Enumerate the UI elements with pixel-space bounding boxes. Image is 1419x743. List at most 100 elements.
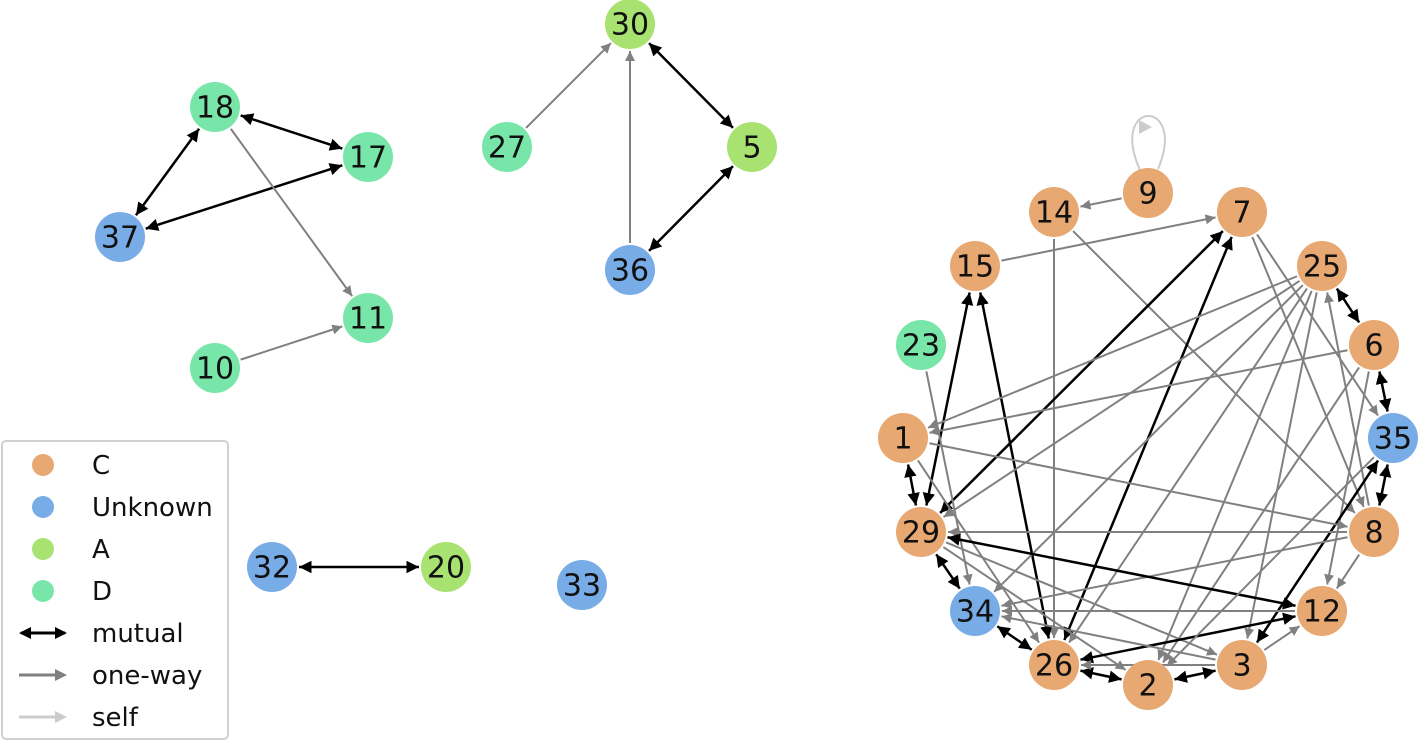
legend-item-self: self	[3, 702, 227, 733]
edge-25-6	[1335, 287, 1361, 324]
node-17-circle	[343, 132, 393, 182]
node-11: 11	[343, 293, 393, 343]
node-35-circle	[1368, 413, 1418, 463]
edge-18-17	[240, 113, 343, 151]
node-33-circle	[557, 560, 607, 610]
node-6: 6	[1349, 320, 1399, 370]
node-34-circle	[950, 586, 1000, 636]
node-30: 30	[605, 0, 655, 49]
node-17-label: 17	[349, 141, 387, 176]
node-30-circle	[605, 0, 655, 49]
node-3: 3	[1217, 640, 1267, 690]
edge-29-12	[947, 533, 1296, 610]
node-27-circle	[482, 122, 532, 172]
edge-1-8	[929, 442, 1348, 530]
node-36-circle	[605, 245, 655, 295]
node-26: 26	[1029, 640, 1079, 690]
node-32-label: 32	[253, 551, 291, 586]
edge-18-37	[134, 128, 201, 216]
node-3-circle	[1217, 640, 1267, 690]
edge-35-8	[1375, 464, 1392, 506]
node-23-label: 23	[902, 329, 940, 364]
legend-oneway-arrow-icon	[19, 669, 67, 681]
legend-item-d: D	[3, 576, 227, 607]
node-33-label: 33	[563, 569, 601, 604]
edge-10-11	[240, 324, 343, 361]
node-29-circle	[896, 507, 946, 557]
node-12-label: 12	[1303, 595, 1341, 630]
node-20: 20	[421, 542, 471, 592]
node-10: 10	[190, 343, 240, 393]
node-25-circle	[1297, 241, 1347, 291]
node-34-label: 34	[956, 595, 994, 630]
node-25-label: 25	[1303, 250, 1341, 285]
node-35-label: 35	[1374, 422, 1412, 457]
edge-12-26	[1080, 612, 1296, 664]
node-9: 9	[1123, 168, 1173, 218]
node-35: 35	[1368, 413, 1418, 463]
edge-9-14	[1080, 197, 1122, 210]
node-3-label: 3	[1232, 649, 1251, 684]
node-8-circle	[1349, 507, 1399, 557]
node-5-label: 5	[742, 131, 761, 166]
node-14-label: 14	[1035, 196, 1073, 231]
legend-label-one-way: one-way	[92, 661, 203, 691]
legend-item-mutual: mutual	[3, 618, 227, 649]
node-7-circle	[1217, 187, 1267, 237]
edge-6-35	[1375, 371, 1392, 412]
legend-mutual-arrow-icon	[19, 627, 67, 639]
node-9-label: 9	[1138, 177, 1157, 212]
edge-34-26	[996, 625, 1033, 651]
legend-marker-unknown	[32, 496, 54, 518]
node-12: 12	[1297, 586, 1347, 636]
node-25: 25	[1297, 241, 1347, 291]
node-29-label: 29	[902, 516, 940, 551]
edge-25-1	[927, 275, 1298, 429]
node-27-label: 27	[488, 131, 526, 166]
node-6-label: 6	[1364, 329, 1383, 364]
node-26-circle	[1029, 640, 1079, 690]
node-2-circle	[1123, 660, 1173, 710]
node-10-circle	[190, 343, 240, 393]
node-30-label: 30	[611, 8, 649, 43]
legend-marker-d	[32, 580, 54, 602]
node-7: 7	[1217, 187, 1267, 237]
node-11-circle	[343, 293, 393, 343]
edge-9-self-arrowhead	[1139, 120, 1152, 134]
legend-label-mutual: mutual	[92, 619, 184, 649]
edge-7-35	[1256, 233, 1379, 417]
node-12-circle	[1297, 586, 1347, 636]
node-5-circle	[727, 122, 777, 172]
node-18-circle	[190, 82, 240, 132]
node-8: 8	[1349, 507, 1399, 557]
edge-5-36	[648, 165, 734, 252]
node-14-circle	[1029, 187, 1079, 237]
node-1-circle	[878, 413, 928, 463]
edge-15-29	[922, 292, 974, 506]
node-26-label: 26	[1035, 649, 1073, 684]
edge-26-2	[1080, 667, 1122, 683]
node-5: 5	[727, 122, 777, 172]
edge-25-34	[993, 284, 1304, 593]
node-20-label: 20	[427, 551, 465, 586]
node-9-circle	[1123, 168, 1173, 218]
edges-layer	[134, 42, 1392, 683]
edge-29-34	[935, 553, 961, 590]
edge-18-11	[230, 128, 353, 297]
node-33: 33	[557, 560, 607, 610]
node-14: 14	[1029, 187, 1079, 237]
node-20-circle	[421, 542, 471, 592]
node-32-circle	[247, 542, 297, 592]
legend-item-c: C	[3, 450, 227, 481]
node-18-label: 18	[196, 91, 234, 126]
legend-item-one-way: one-way	[3, 660, 227, 691]
node-1: 1	[878, 413, 928, 463]
edge-35-3	[1255, 459, 1380, 644]
node-11-label: 11	[349, 302, 387, 337]
node-29: 29	[896, 507, 946, 557]
node-17: 17	[343, 132, 393, 182]
node-15-label: 15	[956, 250, 994, 285]
legend-item-unknown: Unknown	[3, 492, 227, 523]
